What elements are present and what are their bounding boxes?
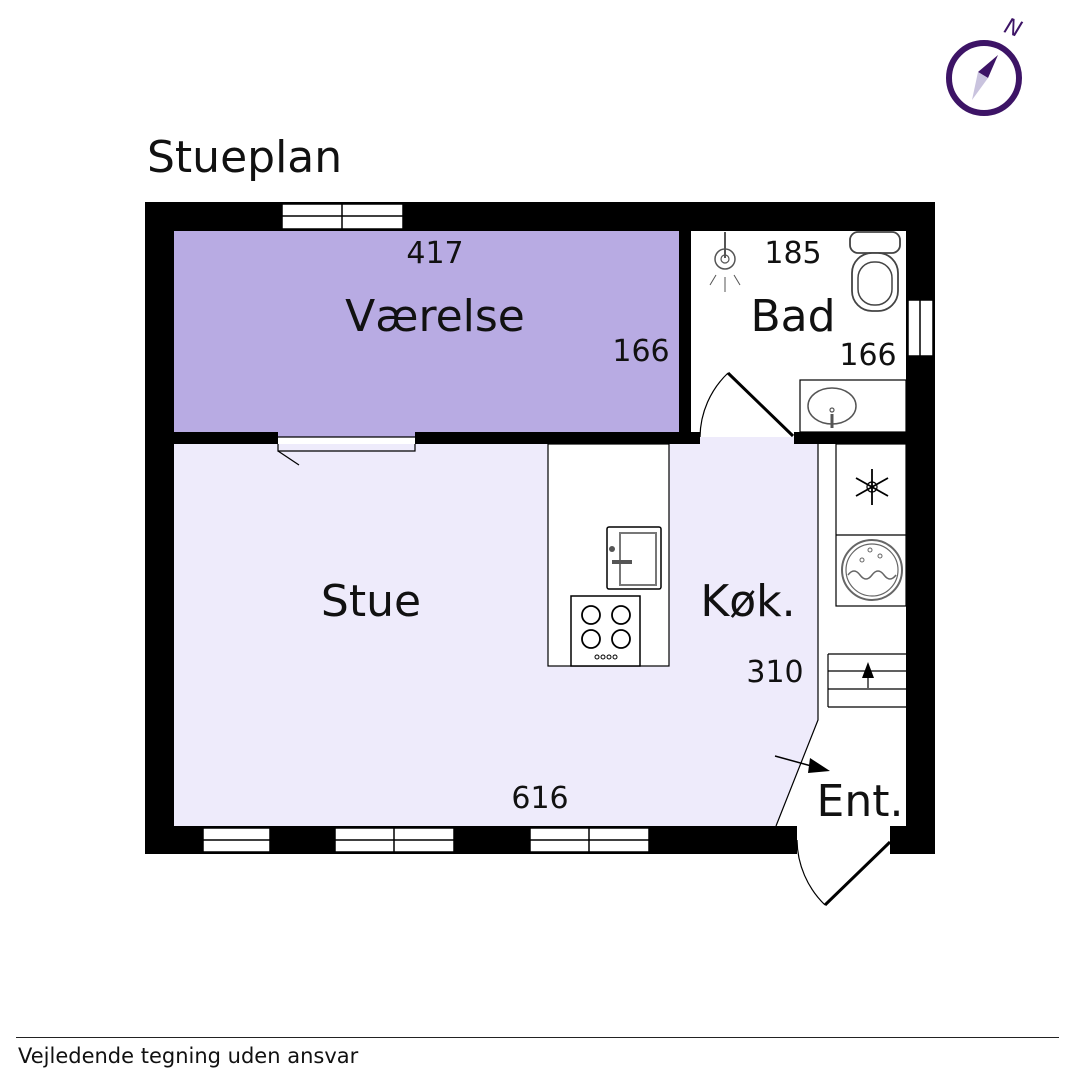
door-entre bbox=[796, 839, 892, 907]
window-bottom-1 bbox=[202, 827, 271, 853]
window-top bbox=[281, 203, 404, 230]
sliding-door-vaerelse bbox=[277, 436, 416, 466]
washing-machine-icon bbox=[841, 539, 903, 601]
window-bath bbox=[907, 299, 934, 357]
stairs-icon bbox=[827, 653, 906, 708]
room-name-bad: Bad bbox=[750, 291, 835, 342]
compass-icon: N bbox=[946, 14, 1025, 116]
dim-koek-depth: 310 bbox=[746, 655, 803, 690]
entrance-arrow bbox=[774, 755, 830, 773]
windows bbox=[202, 203, 934, 853]
dim-bad-width: 185 bbox=[764, 236, 821, 271]
page-title: Stueplan bbox=[147, 132, 343, 183]
exterior-walls bbox=[145, 202, 935, 854]
room-stue-fill bbox=[174, 437, 818, 826]
kitchen-sink-icon bbox=[606, 526, 662, 590]
room-name-stue: Stue bbox=[321, 576, 421, 627]
compass-north-label: N bbox=[1001, 14, 1025, 43]
room-name-koek: Køk. bbox=[700, 576, 795, 627]
door-bad bbox=[699, 371, 795, 438]
footer-divider bbox=[16, 1037, 1059, 1038]
toilet-icon bbox=[849, 231, 901, 312]
room-vaerelse-fill bbox=[174, 231, 679, 437]
window-bottom-3 bbox=[529, 827, 650, 853]
window-bottom-2 bbox=[334, 827, 455, 853]
room-name-entre: Ent. bbox=[817, 776, 904, 827]
shower-icon bbox=[709, 232, 741, 292]
freezer-icon bbox=[855, 469, 889, 505]
dim-stue-width: 616 bbox=[511, 781, 568, 816]
room-name-vaerelse: Værelse bbox=[345, 291, 525, 342]
sink-icon bbox=[807, 387, 857, 428]
entrance-partition bbox=[775, 444, 819, 827]
dim-bad-depth: 166 bbox=[839, 338, 896, 373]
dim-vaerelse-depth: 166 bbox=[612, 334, 669, 369]
dim-vaerelse-width: 417 bbox=[406, 236, 463, 271]
footer-disclaimer: Vejledende tegning uden ansvar bbox=[18, 1044, 359, 1068]
stove-icon bbox=[570, 595, 641, 667]
interior-walls bbox=[174, 231, 906, 444]
